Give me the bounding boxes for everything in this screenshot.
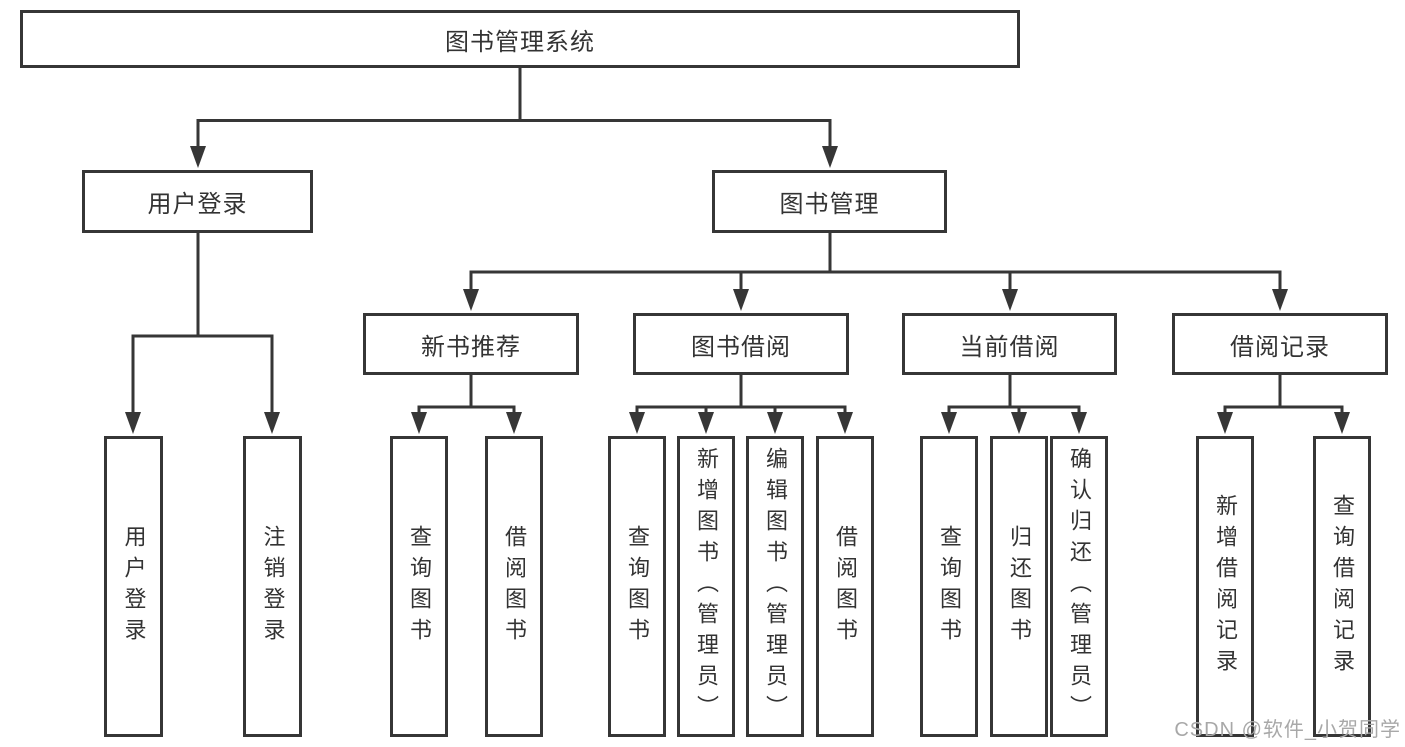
leaf-query-books-recommend: 查询图书 [390,436,448,737]
leaf-add-book-admin: 新增图书（管理员） [677,436,735,737]
leaf-edit-book-admin: 编辑图书（管理员） [746,436,804,737]
leaf-query-books-borrowing: 查询图书 [608,436,666,737]
connector [635,375,847,414]
arrowheads [125,146,1350,434]
arrow-down-icon [264,412,280,434]
leaf-return-books: 归还图书 [990,436,1048,737]
node-label: 借阅图书 [502,524,527,649]
node-label: 编辑图书（管理员） [763,447,788,726]
node-label: 注销登录 [260,524,286,649]
leaf-borrow-books-recommend: 借阅图书 [485,436,543,737]
connector [469,233,1282,291]
node-label: 图书借阅 [691,333,791,361]
connector [947,375,1081,414]
connector [417,375,516,414]
node-label: 确认归还（管理员） [1067,447,1092,726]
arrow-down-icon [190,146,206,168]
node-label: 图书管理 [779,191,880,218]
arrow-down-icon [1011,412,1027,434]
arrow-down-icon [411,412,427,434]
connector [196,68,832,148]
leaf-add-borrow-record: 新增借阅记录 [1196,436,1254,737]
watermark: CSDN @软件_小贺同学 [1174,719,1401,741]
leaf-confirm-return-admin: 确认归还（管理员） [1050,436,1108,737]
arrow-down-icon [698,412,714,434]
node-book-management: 图书管理 [712,170,947,233]
connector [131,233,274,413]
arrow-down-icon [506,412,522,434]
arrow-down-icon [767,412,783,434]
node-book-borrowing: 图书借阅 [633,313,849,375]
node-label: 查询图书 [625,524,650,649]
node-label: 新书推荐 [421,333,521,361]
arrow-down-icon [1217,412,1233,434]
node-label: 图书管理系统 [445,28,595,56]
node-user-login: 用户登录 [82,170,313,233]
arrow-down-icon [837,412,853,434]
node-library-management-system: 图书管理系统 [20,10,1020,68]
connector [1223,375,1344,414]
arrow-down-icon [822,146,838,168]
node-label: 新增借阅记录 [1213,493,1238,680]
leaf-borrow-books: 借阅图书 [816,436,874,737]
node-label: 借阅记录 [1230,333,1330,361]
node-label: 查询图书 [407,524,432,649]
arrow-down-icon [629,412,645,434]
arrow-down-icon [1071,412,1087,434]
node-label: 用户登录 [147,191,248,218]
node-current-borrowing: 当前借阅 [902,313,1117,375]
leaf-query-books-current: 查询图书 [920,436,978,737]
leaf-query-borrow-record: 查询借阅记录 [1313,436,1371,737]
node-new-book-recommend: 新书推荐 [363,313,579,375]
node-label: 借阅图书 [833,524,858,649]
arrow-down-icon [125,412,141,434]
leaf-logout: 注销登录 [243,436,302,737]
leaf-user-login: 用户登录 [104,436,163,737]
node-label: 查询图书 [937,524,962,649]
node-label: 查询借阅记录 [1330,493,1355,680]
arrow-down-icon [941,412,957,434]
node-label: 新增图书（管理员） [694,447,719,726]
node-borrowing-records: 借阅记录 [1172,313,1388,375]
node-label: 用户登录 [121,524,147,649]
arrow-down-icon [1334,412,1350,434]
arrow-down-icon [1002,289,1018,311]
node-label: 当前借阅 [959,333,1060,361]
arrow-down-icon [463,289,479,311]
arrow-down-icon [733,289,749,311]
node-label: 归还图书 [1007,524,1032,649]
arrow-down-icon [1272,289,1288,311]
